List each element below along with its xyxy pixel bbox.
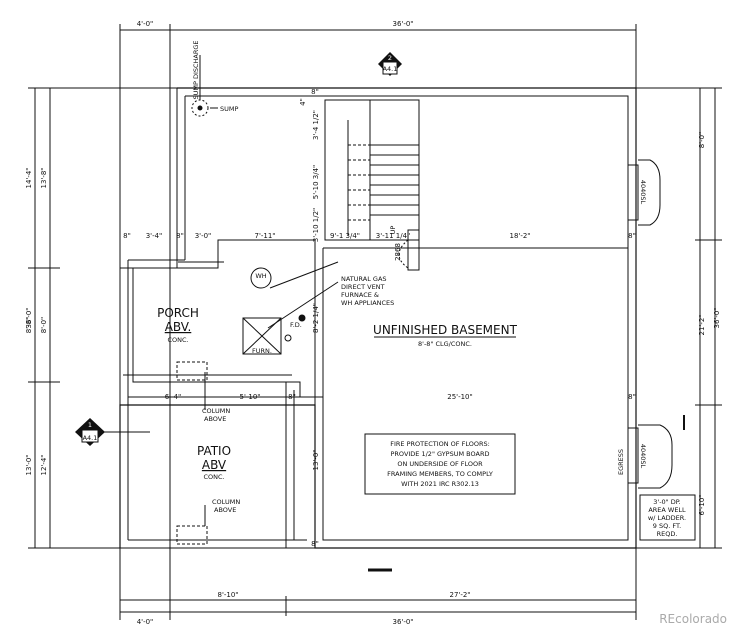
dim-patio-1: 5'-10" (239, 393, 260, 401)
basement-title: UNFINISHED BASEMENT (373, 323, 518, 337)
section-left-num: 1 (88, 421, 92, 429)
dim-mid-5: 3'-10 1/2" (312, 208, 320, 243)
dim-left-mid-b: 8'-0" (40, 317, 48, 334)
patio-abv-label: ABV (202, 458, 227, 472)
corner-dim-3: 8" (311, 540, 319, 548)
dim-patio-v: 13'-0" (312, 449, 320, 470)
section-left-ref: A4.1 (83, 434, 98, 442)
fire-note-line-4: WITH 2021 IRC R302.13 (401, 480, 479, 488)
area-well-line-0: 3'-0" DP. (653, 498, 680, 506)
dim-patio-3: 25'-10" (447, 393, 472, 401)
porch-conc-label: CONC. (167, 336, 188, 344)
nat-gas-line-1: DIRECT VENT (341, 283, 385, 291)
dim-mid-6: 9'-1 3/4" (330, 232, 360, 240)
dim-bottom-main: 36'-0" (392, 618, 413, 626)
dim-right-bot: 6'-10" (698, 494, 706, 515)
dim-mid-2: 8" (176, 232, 184, 240)
patio-conc-label: CONC. (203, 473, 224, 481)
dim-right-top: 8'-0" (698, 132, 706, 149)
fire-note-line-3: FRAMING MEMBERS, TO COMPLY (387, 470, 493, 478)
nat-gas-line-2: FURNACE & (341, 291, 379, 299)
dim-stair-v1: 3'-4 1/2" (312, 110, 320, 140)
area-well-line-3: 9 SQ. FT. (653, 522, 681, 530)
furn-label: FURN. (252, 347, 272, 355)
dim-left-upper-b: 13'-8" (40, 167, 48, 188)
dim-mid-7: 3'-11 1/4" (376, 232, 411, 240)
dim-right-mid: 21'-2" (698, 314, 706, 335)
egress-label: EGRESS (617, 449, 625, 475)
dim-stair-v2: 5'-10 3/4" (312, 165, 320, 200)
door-size: 2868 (394, 243, 402, 261)
column-above-1-line-0: COLUMN (202, 407, 230, 415)
fire-note-line-0: FIRE PROTECTION OF FLOORS: (390, 440, 490, 448)
dim-mid-8: 18'-2" (509, 232, 530, 240)
area-well-line-4: REQD. (657, 530, 678, 538)
porch-abv-label: ABV. (165, 320, 192, 334)
fd-label: F.D. (290, 321, 302, 329)
dim-mid-1: 3'-4" (146, 232, 163, 240)
area-well-line-2: w/ LADDER. (648, 514, 686, 522)
column-above-1-line-1: ABOVE (204, 415, 226, 423)
dim-left-mid: 8'-8" (25, 317, 33, 334)
corner-dim-1: 8" (628, 232, 636, 240)
dim-mid-3: 3'-0" (195, 232, 212, 240)
basement-subtitle: 8'-8" CLG/CONC. (418, 340, 472, 348)
nat-gas-line-0: NATURAL GAS (341, 275, 387, 283)
stair-up-label: UP (389, 226, 397, 235)
section-top-ref: A4.1 (383, 65, 398, 73)
watermark: REcolorado (659, 612, 727, 626)
dim-top-main: 36'-0" (392, 20, 413, 28)
dim-mid-4: 7'-11" (254, 232, 275, 240)
fire-note-line-1: PROVIDE 1/2" GYPSUM BOARD (391, 450, 490, 458)
dim-mid-0: 8" (123, 232, 131, 240)
window-1-label: 4040SL (639, 180, 647, 205)
area-well-line-1: AREA WELL (648, 506, 686, 514)
column-above-2-line-1: ABOVE (214, 506, 236, 514)
dim-left-lower-b: 12'-4" (40, 454, 48, 475)
dim-patio-0: 6'-4" (165, 393, 182, 401)
window-2-label: 4040SL (639, 444, 647, 469)
corner-dim-0: 8" (311, 88, 319, 96)
dim-bottom-left: 4'-0" (137, 618, 154, 626)
nat-gas-line-3: WH APPLIANCES (341, 299, 394, 307)
dim-interior-v: 8'-2 1/4" (312, 303, 320, 333)
dim-stair-4: 4" (299, 98, 307, 106)
dim-bottom-right: 27'-2" (449, 591, 470, 599)
corner-dim-2: 8" (628, 393, 636, 401)
dim-left-lower-a: 13'-0" (25, 454, 33, 475)
dim-right-overall: 36'-0" (713, 307, 721, 328)
patio-label: PATIO (197, 444, 231, 458)
dim-top-left: 4'-0" (137, 20, 154, 28)
wh-label: WH (255, 272, 266, 280)
sump-discharge-label: SUMP DISCHARGE (192, 40, 200, 99)
dim-patio-2: 8" (288, 393, 296, 401)
dim-bottom-patio: 8'-10" (217, 591, 238, 599)
dim-left-upper-a: 14'-4" (25, 167, 33, 188)
column-above-2-line-0: COLUMN (212, 498, 240, 506)
sump-label: SUMP (220, 105, 238, 113)
dim-left-overall: 36'-0" (25, 307, 33, 328)
fire-note-line-2: ON UNDERSIDE OF FLOOR (397, 460, 483, 468)
porch-label: PORCH (157, 306, 199, 320)
section-top-num: 2 (388, 54, 392, 62)
